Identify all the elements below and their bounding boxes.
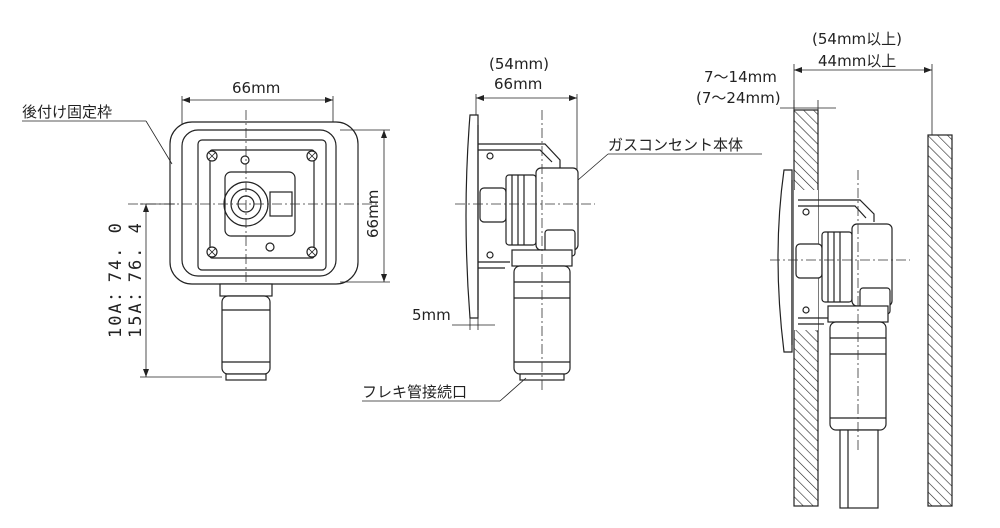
front-screws: [206, 150, 318, 258]
panel-thickness-alt-label: (7〜24mm): [696, 89, 781, 107]
side-width-label: 66mm: [494, 75, 542, 93]
side-plate: [465, 114, 479, 319]
installed-plate: [777, 169, 793, 353]
front-height-label: 66mm: [364, 190, 382, 238]
back-wall: [927, 134, 953, 507]
retrofit-frame-label: 後付け固定枠: [22, 103, 112, 121]
front-width-label: 66mm: [232, 79, 280, 97]
side-width-alt-label: (54mm): [489, 55, 549, 73]
installed-view: (54mm以上) 44mm以上 7〜14mm (7〜24mm): [696, 30, 953, 509]
wall-gap-label: 44mm以上: [818, 52, 896, 70]
flexible-port-label: フレキ管接続口: [362, 383, 467, 401]
front-view: 66mm: [22, 79, 390, 381]
side-view: (54mm) 66mm: [362, 55, 762, 402]
side-depth-label: 5mm: [412, 306, 451, 324]
front-dim-10a: 10A：74. 0: [106, 221, 126, 338]
panel-thickness-label: 7〜14mm: [704, 68, 777, 86]
front-dim-15a: 15A：76. 4: [126, 221, 146, 338]
gas-outlet-body-label: ガスコンセント本体: [608, 136, 743, 154]
wall-gap-alt-label: (54mm以上): [812, 30, 902, 48]
